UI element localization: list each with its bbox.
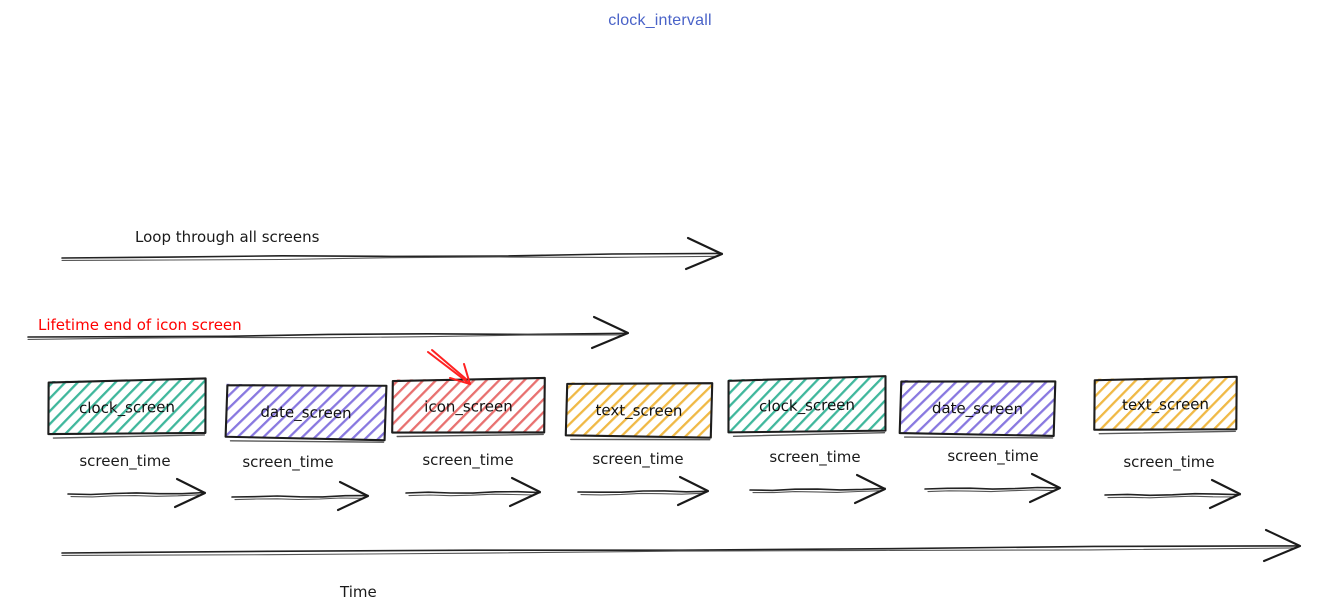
screen-time-arrow-shaft (67, 491, 206, 496)
screen-time-label: screen_time (1123, 453, 1214, 472)
time-axis-arrow-shaft (61, 545, 1301, 554)
loop-arrow-shaft (61, 252, 723, 259)
screen-box-outline (564, 382, 714, 439)
screen-time-label: screen_time (422, 451, 513, 470)
screen-box-label: icon_screen (424, 397, 513, 417)
screen-time-arrow-head (336, 480, 370, 512)
screen-box-shadow (732, 431, 886, 437)
screen-box-date-screen-2[interactable]: date_screen (224, 383, 388, 443)
screen-time-arrow-shaft (1104, 492, 1241, 497)
screen-time-arrow-echo (408, 493, 535, 497)
screen-time-label: screen_time (769, 448, 860, 467)
screen-box-shadow (396, 433, 544, 438)
red-pointer-shaft (427, 351, 471, 385)
screen-time-arrow-shaft (924, 486, 1061, 490)
screen-time-group: screen_time screen_time screen_time screen_… (67, 447, 1242, 512)
screen-time-arrow-head (1028, 472, 1062, 504)
screen-box-label: text_screen (1122, 395, 1209, 415)
screen-box-date-screen-6[interactable]: date_screen (898, 380, 1057, 439)
screen-box-shadow (52, 434, 206, 439)
lifetime-arrow-shaft-echo (27, 334, 625, 340)
screen-box-fill (899, 380, 1056, 436)
screen-box-fill (391, 378, 546, 434)
screen-time-label: screen_time (947, 447, 1038, 466)
screen-time-arrow-shaft (231, 494, 369, 498)
screen-box-label: date_screen (932, 399, 1023, 419)
screen-box-shadow (229, 440, 385, 443)
screen-box-label: clock_screen (759, 396, 855, 417)
lifetime-arrow-shaft (27, 332, 629, 338)
screen-time-item-5: screen_time (749, 448, 887, 505)
screen-box-fill (727, 376, 887, 434)
screen-box-text-screen-4[interactable]: text_screen (564, 382, 714, 441)
screen-time-arrow-echo (927, 489, 1055, 493)
screen-box-fill (565, 382, 713, 438)
screen-time-item-6: screen_time (924, 447, 1062, 504)
loop-through-all-screens-label: Loop through all screens (135, 228, 320, 246)
time-axis-arrow (61, 528, 1302, 563)
screen-box-shadow (570, 438, 711, 441)
screen-time-label: screen_time (592, 450, 683, 469)
screen-box-outline (1093, 375, 1238, 431)
page-title: clock_intervall (608, 12, 712, 29)
red-pointer-group (427, 349, 471, 385)
screen-box-text-screen-7[interactable]: text_screen (1093, 375, 1238, 435)
lifetime-end-of-icon-screen-label: Lifetime end of icon screen (38, 316, 242, 334)
red-pointer-shaft-echo (431, 349, 467, 380)
red-pointer-head (449, 363, 471, 385)
screen-time-arrow-shaft (577, 490, 709, 493)
screen-box-outline (727, 375, 887, 434)
screen-box-shadow (903, 436, 1054, 439)
screen-time-label: screen_time (242, 453, 333, 472)
lifetime-arrow (27, 315, 630, 350)
screen-time-item-1: screen_time (67, 452, 207, 509)
screen-time-arrow-echo (752, 490, 880, 494)
screen-time-arrow-echo (234, 497, 363, 501)
screen-time-label: screen_time (79, 452, 170, 471)
screen-time-arrow-head (508, 476, 542, 508)
screen-time-arrow-echo (1107, 495, 1235, 499)
screen-box-outline (224, 384, 388, 442)
screen-box-outline (391, 376, 546, 434)
screen-box-outline (898, 380, 1057, 437)
loop-arrow-shaft-echo (61, 255, 719, 261)
screen-time-item-2: screen_time (231, 453, 370, 512)
screen-time-arrow-head (173, 477, 207, 509)
screen-time-arrow-shaft (405, 490, 541, 494)
screen-box-shadow (1098, 430, 1236, 435)
screen-box-fill (225, 383, 387, 441)
screen-box-label: clock_screen (79, 398, 175, 418)
loop-arrow-head (684, 236, 724, 271)
screen-time-item-3: screen_time (405, 451, 542, 508)
long-arrow-group (27, 236, 1302, 563)
screen-time-arrow-echo (70, 494, 200, 498)
screen-box-group: clock_screen date_screen icon_screen text_s… (47, 375, 1238, 443)
time-axis-arrow-head (1262, 528, 1302, 563)
screen-box-outline (47, 377, 207, 436)
screen-time-arrow-echo (580, 492, 703, 496)
screen-box-clock-screen-5[interactable]: clock_screen (727, 375, 887, 437)
screen-box-fill (47, 378, 207, 436)
loop-arrow (61, 236, 724, 271)
screen-time-arrow-shaft (749, 487, 886, 492)
screen-box-icon-screen-3[interactable]: icon_screen (391, 376, 546, 438)
screen-box-fill (1093, 377, 1238, 431)
screen-box-clock-screen-1[interactable]: clock_screen (47, 377, 207, 439)
screen-box-label: date_screen (260, 403, 351, 423)
time-axis-arrow-shaft-echo (61, 547, 1297, 556)
time-axis-label: Time (339, 583, 377, 601)
lifetime-arrow-head (590, 315, 630, 350)
screen-time-arrow-head (1208, 478, 1242, 510)
screen-time-arrow-head (853, 473, 887, 505)
screen-time-item-7: screen_time (1104, 453, 1242, 510)
screen-time-arrow-head (676, 475, 710, 507)
screen-box-label: text_screen (595, 401, 682, 421)
screen-time-item-4: screen_time (577, 450, 710, 507)
